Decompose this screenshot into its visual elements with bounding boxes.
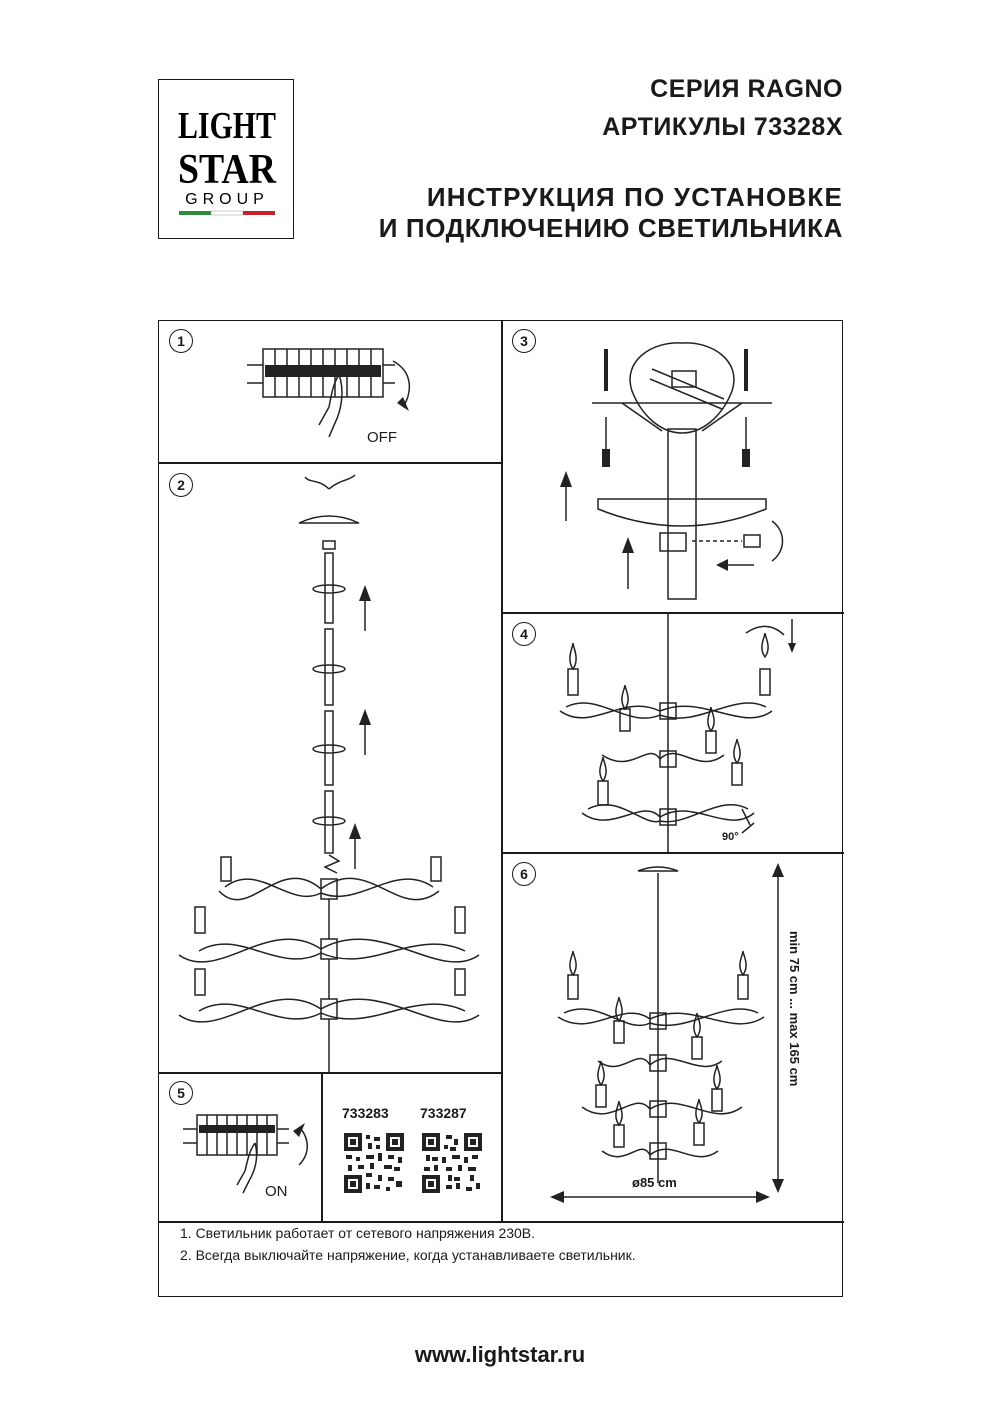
divider-step5-codes bbox=[321, 1072, 323, 1221]
divider-step1-step2 bbox=[159, 462, 501, 464]
divider-notes bbox=[159, 1221, 844, 1223]
flag-green bbox=[179, 211, 211, 215]
flag-white bbox=[210, 210, 244, 216]
angle-label: 90° bbox=[722, 831, 739, 843]
logo-text-star: STAR bbox=[178, 147, 277, 193]
step-3-panel: 3 bbox=[502, 321, 844, 612]
step-6-panel: 6 bbox=[502, 853, 844, 1221]
step-number: 3 bbox=[512, 329, 536, 353]
divider-step3-step4 bbox=[501, 612, 844, 614]
logo-text-light: LIGHT bbox=[178, 105, 276, 147]
step-number: 6 bbox=[512, 862, 536, 886]
product-codes-panel: 733283 733287 bbox=[322, 1073, 501, 1221]
instruction-frame: 1 OFF 2 bbox=[158, 320, 844, 1297]
series-title: СЕРИЯ RAGNO bbox=[650, 75, 843, 103]
divider-step4-step6 bbox=[501, 852, 844, 854]
bulb-installation-illustration bbox=[559, 613, 796, 852]
step-5-panel: 5 ON bbox=[159, 1073, 321, 1221]
article-numbers: АРТИКУЛЫ 73328X bbox=[602, 113, 843, 141]
dimensions-illustration bbox=[550, 863, 784, 1203]
breaker-on-illustration bbox=[183, 1114, 308, 1194]
height-dimension-label: min 75 cm ... max 165 cm bbox=[787, 931, 802, 1087]
step-1-panel: 1 OFF bbox=[159, 321, 501, 462]
breaker-off-illustration bbox=[247, 348, 410, 438]
product-code-2: 733287 bbox=[420, 1105, 467, 1121]
product-code-1: 733283 bbox=[342, 1105, 389, 1121]
canopy-mounting-illustration bbox=[560, 342, 784, 600]
flag-red bbox=[243, 211, 275, 215]
off-label: OFF bbox=[367, 429, 397, 446]
step-number: 5 bbox=[169, 1081, 193, 1105]
step-number: 1 bbox=[169, 329, 193, 353]
instruction-title-line1: ИНСТРУКЦИЯ ПО УСТАНОВКЕ bbox=[426, 182, 843, 212]
step-number: 2 bbox=[169, 473, 193, 497]
divider-vertical-main bbox=[501, 321, 503, 1221]
safety-notes: 1. Светильник работает от сетевого напря… bbox=[180, 1222, 636, 1266]
step-2-panel: 2 bbox=[159, 463, 501, 1072]
qr-code-1 bbox=[344, 1133, 404, 1193]
step-number: 4 bbox=[512, 622, 536, 646]
logo-text-group: GROUP bbox=[185, 191, 269, 208]
website-link[interactable]: www.lightstar.ru bbox=[414, 1342, 586, 1367]
note-2: 2. Всегда выключайте напряжение, когда у… bbox=[180, 1247, 636, 1263]
step-4-panel: 4 bbox=[502, 613, 844, 852]
brand-logo: LIGHT STAR GROUP bbox=[158, 79, 294, 239]
instruction-title-line2: И ПОДКЛЮЧЕНИЮ СВЕТИЛЬНИКА bbox=[378, 213, 843, 243]
divider-step2-step5 bbox=[159, 1072, 501, 1074]
rod-assembly-illustration bbox=[178, 474, 480, 1072]
on-label: ON bbox=[265, 1183, 288, 1200]
diameter-label: ø85 cm bbox=[632, 1175, 677, 1190]
qr-code-2 bbox=[422, 1133, 482, 1193]
note-1: 1. Светильник работает от сетевого напря… bbox=[180, 1225, 536, 1241]
